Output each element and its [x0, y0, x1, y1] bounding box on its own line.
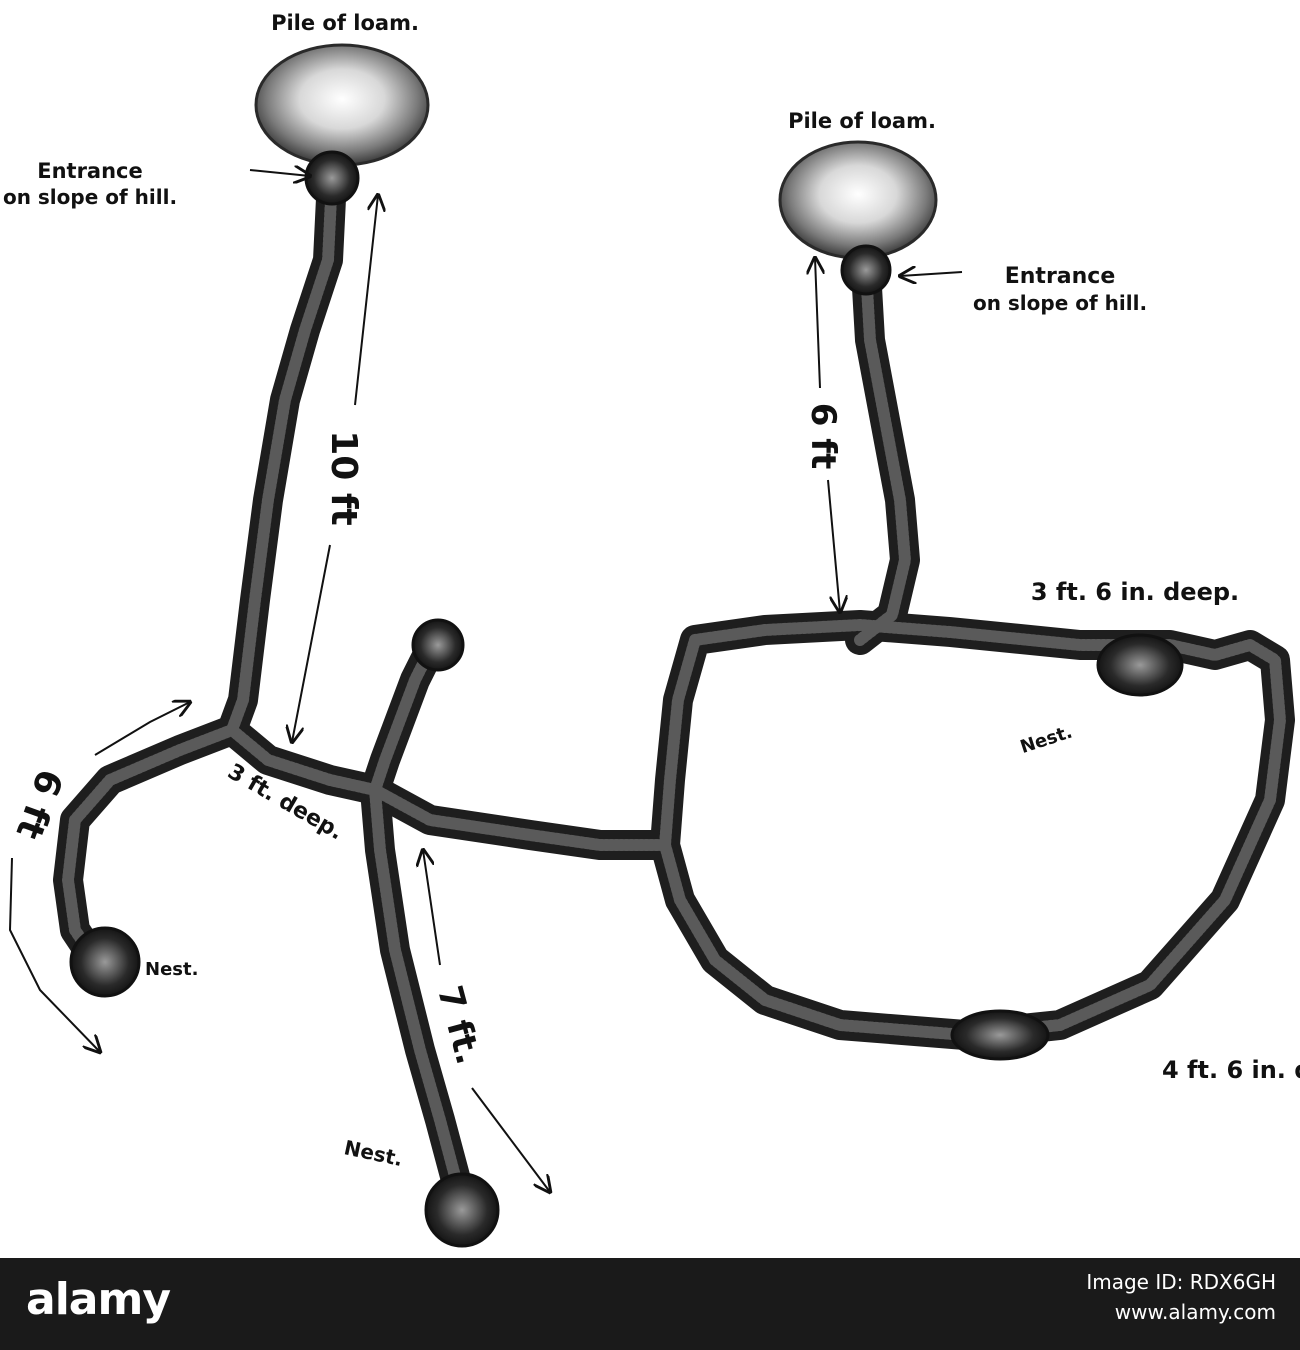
arrow-entrance-right — [900, 272, 963, 276]
entrance-hole-right — [840, 244, 892, 296]
loop-tunnel — [650, 610, 1295, 1050]
depth-4ft6in-label: 4 ft. 6 in. deep. — [1162, 1056, 1300, 1084]
entrance-hole-left — [304, 150, 360, 206]
site-url-label: www.alamy.com — [1114, 1300, 1276, 1324]
nest-chamber-left — [69, 926, 141, 998]
distance-10ft-label: 10 ft — [323, 430, 364, 526]
image-id-label: Image ID: RDX6GH — [1086, 1270, 1276, 1294]
nest-chamber-bottom — [424, 1172, 500, 1248]
arrow-entrance-left — [249, 170, 310, 176]
nest-label-bottom: Nest. — [342, 1135, 405, 1171]
arrow-6ft-top — [815, 258, 840, 612]
depth-3ft6in-label: 3 ft. 6 in. deep. — [1031, 578, 1239, 606]
measurement-arrows — [8, 170, 963, 1192]
entrance-sublabel-left: on slope of hill. — [3, 185, 177, 209]
loam-pile-right — [778, 140, 938, 260]
image-info: Image ID: RDX6GH www.alamy.com — [1086, 1270, 1276, 1324]
chamber-bottom-loop — [950, 1009, 1050, 1061]
blind-end-top — [411, 618, 465, 672]
alamy-logo: alamy — [26, 1274, 171, 1325]
entrance-label-left: Entrance — [37, 159, 143, 183]
pile-of-loam-label-right: Pile of loam. — [788, 109, 936, 133]
arrow-10ft — [292, 195, 378, 742]
entrance-sublabel-right: on slope of hill. — [973, 291, 1147, 315]
distance-6ft-top-label: 6 ft — [803, 403, 843, 470]
loam-pile-left — [254, 43, 430, 167]
entrance-label-right: Entrance — [1005, 264, 1116, 289]
nest-label-right: Nest. — [1018, 722, 1075, 758]
pile-of-loam-label-left: Pile of loam. — [271, 11, 419, 35]
arrow-7ft — [423, 850, 550, 1192]
watermark-footer: alamy Image ID: RDX6GH www.alamy.com — [0, 1258, 1300, 1350]
distance-7ft-label: 7 ft. — [429, 982, 488, 1069]
arrow-6ft-left — [8, 702, 190, 1052]
nest-label-left: Nest. — [145, 959, 198, 980]
burrow-diagram: Pile of loam. Pile of loam. Entrance on … — [2, 11, 1300, 1248]
nest-chamber-right — [1096, 633, 1184, 697]
